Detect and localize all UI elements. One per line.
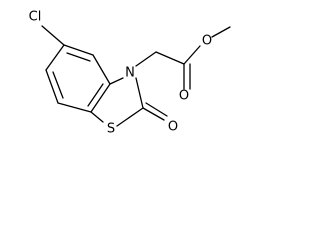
benzene-ring <box>45 44 111 113</box>
bond-c2-o-double-a <box>142 107 165 121</box>
bond-n3-ch2 <box>135 51 157 67</box>
bond-c7-c7a <box>57 102 92 113</box>
bond-double-inner-c7a-c3a <box>87 83 104 107</box>
ester-carbonyl-oxygen-atom-label: O <box>179 89 189 104</box>
bond-n3-c2 <box>135 77 144 109</box>
bond-c3a-n3 <box>109 77 124 85</box>
bond-c7a-c3a <box>90 83 111 113</box>
thiazolone-ring <box>90 77 144 127</box>
bond-double-inner-c4-c5 <box>66 52 91 62</box>
bond-s1-c7a <box>90 111 104 123</box>
bond-c5-c6 <box>45 44 65 71</box>
bond-c2-s1 <box>116 107 144 127</box>
chemical-structure-diagram: Cl N S O O O <box>29 10 231 137</box>
bond-c3a-c4 <box>92 54 111 85</box>
bond-o-methoxy-ch3 <box>211 26 231 38</box>
bond-ch2-c-ester <box>155 51 185 65</box>
bond-double-inner-c6-c7 <box>52 71 64 99</box>
bond-c6-c7 <box>45 69 59 104</box>
ester-methoxy-oxygen-atom-label: O <box>202 34 212 49</box>
nitrogen-atom-label: N <box>125 66 135 81</box>
bond-c2-o-double-b <box>145 102 168 117</box>
bond-c4-c5 <box>63 44 94 56</box>
bond-c-ester-o-methoxy <box>183 45 201 65</box>
bond-c5-cl <box>41 25 65 46</box>
sulfur-atom-label: S <box>107 122 115 137</box>
carbonyl-oxygen-atom-label: O <box>168 120 178 135</box>
chlorine-atom-label: Cl <box>29 10 42 25</box>
